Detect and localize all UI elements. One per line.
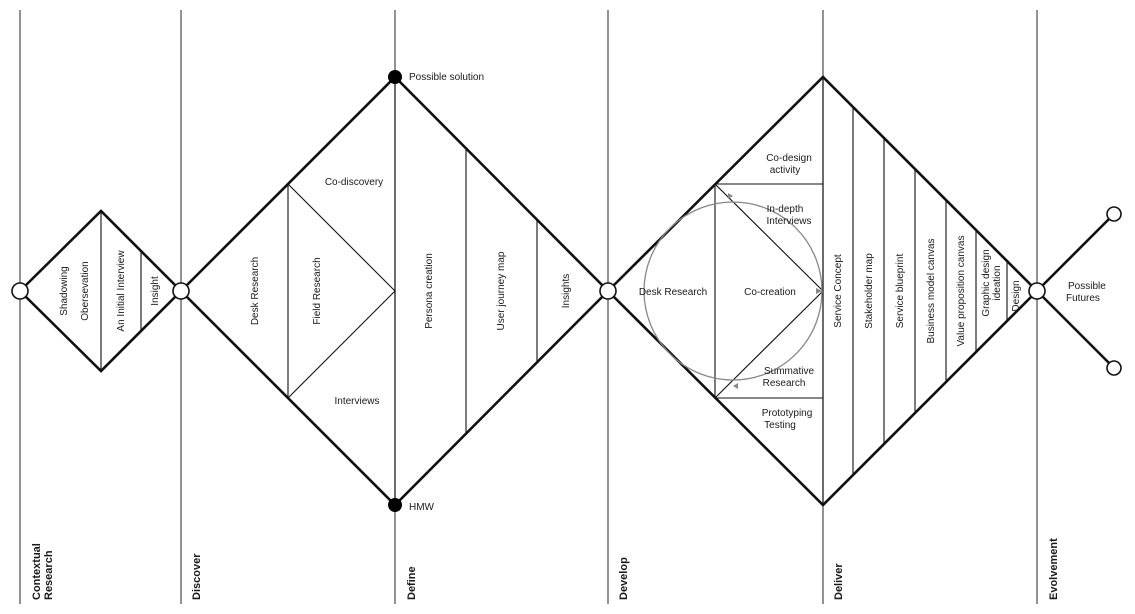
cycle-arrow-bottom-icon (733, 383, 738, 389)
label-business-model-canvas: Business model canvas (926, 238, 937, 343)
phase-label-develop: Develop (618, 557, 630, 600)
evolvement-branches: Possible Futures (1036, 206, 1122, 376)
future-node-bottom (1106, 360, 1122, 376)
label-prototyping-1: Prototyping (762, 408, 813, 419)
label-insights-define: Insights (561, 274, 572, 308)
label-possible-futures-1: Possible (1068, 281, 1106, 292)
phase-labels: Contextual Research Discover Define Deve… (31, 538, 1060, 600)
phase-label-define: Define (406, 566, 418, 600)
label-initial-interview: An Initial Interview (116, 250, 127, 332)
label-co-design-1: Co-design (766, 153, 812, 164)
contextual-diamond: Shadowing Obersevation An Initial Interv… (18, 209, 183, 373)
label-interviews: Interviews (334, 396, 379, 407)
develop-deliver-diamond: Desk Research Co-creation Co-design acti… (606, 75, 1039, 507)
label-prototyping-2: Testing (764, 420, 796, 431)
discover-define-diamond: Desk Research Field Research Co-discover… (179, 70, 610, 513)
phase-label-contextual-2: Research (43, 550, 55, 600)
junction-node-evolvement (1028, 282, 1046, 300)
junction-node-develop (599, 282, 617, 300)
label-value-proposition-canvas: Value proposition canvas (956, 236, 967, 347)
label-co-discovery: Co-discovery (325, 177, 383, 188)
label-in-depth-2: Interviews (766, 216, 811, 227)
label-graphic-design-1: Graphic design (981, 249, 992, 316)
label-hmw: HMW (409, 502, 435, 513)
junction-node-contextual (11, 282, 29, 300)
label-desk-research-develop: Desk Research (639, 287, 707, 298)
label-co-design-2: activity (770, 165, 801, 176)
label-possible-solution: Possible solution (409, 72, 484, 83)
label-summative-2: Research (763, 378, 806, 389)
phase-label-discover: Discover (191, 553, 203, 600)
cycle-arrow-right-icon (816, 288, 822, 294)
label-summative-1: Summative (764, 366, 814, 377)
possible-solution-node (388, 70, 402, 84)
junction-node-discover (172, 282, 190, 300)
label-in-depth-1: In-depth (767, 204, 804, 215)
label-service-blueprint: Service blueprint (895, 254, 906, 329)
label-design: Design (1011, 280, 1022, 311)
phase-label-contextual-1: Contextual (31, 543, 43, 600)
label-stakeholder-map: Stakeholder map (864, 253, 875, 329)
junction-nodes (11, 282, 1046, 300)
label-shadowing: Shadowing (59, 266, 70, 315)
label-observation: Obersevation (80, 261, 91, 320)
label-service-concept: Service Concept (833, 254, 844, 328)
phase-label-deliver: Deliver (833, 563, 845, 600)
label-persona-creation: Persona creation (424, 253, 435, 329)
phase-label-evolvement: Evolvement (1048, 538, 1060, 600)
label-user-journey-map: User journey map (496, 251, 507, 330)
label-field-research: Field Research (312, 257, 323, 324)
label-co-creation: Co-creation (744, 287, 796, 298)
label-graphic-design-2: ideation (992, 265, 1003, 300)
future-node-top (1106, 206, 1122, 222)
label-desk-research-discover: Desk Research (250, 257, 261, 325)
cycle-arrow-top-icon (728, 193, 733, 199)
label-insight: Insight (150, 276, 161, 306)
label-possible-futures-2: Futures (1066, 293, 1100, 304)
hmw-node (388, 498, 402, 512)
